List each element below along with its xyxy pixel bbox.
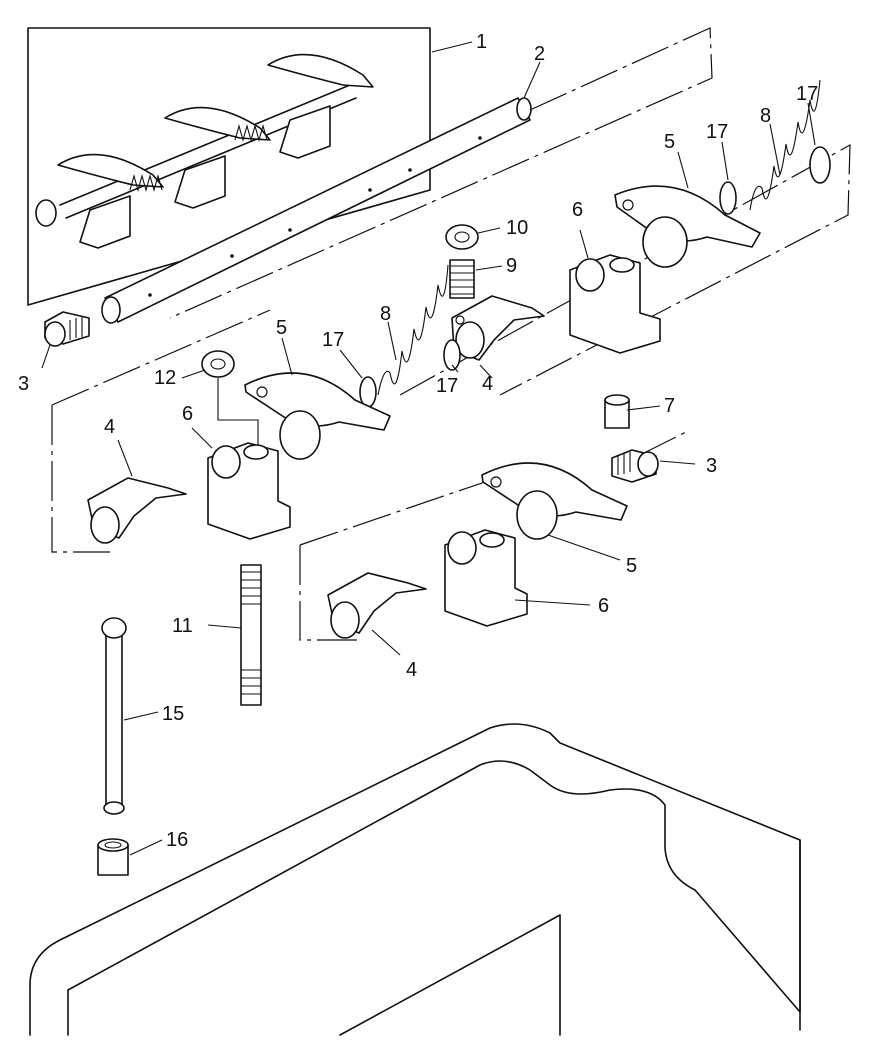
bolt-right <box>611 449 659 483</box>
label-11: 11 <box>172 615 193 637</box>
label-3-left: 3 <box>18 373 29 395</box>
leader-lines <box>41 41 816 856</box>
rocker-arm-middle <box>244 372 391 460</box>
label-4-middle: 4 <box>482 373 493 395</box>
label-6-middle: 6 <box>182 403 193 425</box>
label-4-left: 4 <box>104 416 115 438</box>
label-3-right: 3 <box>706 455 717 477</box>
label-5-lower: 5 <box>626 555 637 577</box>
label-10: 10 <box>506 217 528 239</box>
rocker-bracket-lower <box>327 572 427 639</box>
label-17-middle-left: 17 <box>322 329 344 351</box>
label-16: 16 <box>166 829 188 851</box>
label-7: 7 <box>664 395 675 417</box>
label-9: 9 <box>506 255 517 277</box>
label-2: 2 <box>534 43 545 65</box>
label-17-top-right: 17 <box>796 83 818 105</box>
tappet <box>97 838 129 876</box>
label-8-top: 8 <box>760 105 771 127</box>
label-17-middle-right: 17 <box>436 375 458 397</box>
pedestal-lower <box>444 529 528 627</box>
label-1: 1 <box>476 31 487 53</box>
push-rod <box>101 617 127 815</box>
label-15: 15 <box>162 703 184 725</box>
stud <box>240 564 262 706</box>
label-12: 12 <box>154 367 176 389</box>
bolt-left <box>44 311 90 347</box>
callout-labels: 1 2 3 3 4 4 4 5 5 5 6 6 6 7 8 8 9 10 11 … <box>18 31 818 851</box>
pedestal-middle-left <box>207 442 291 540</box>
label-5-middle: 5 <box>276 317 287 339</box>
rocker-arm-top-right <box>614 185 761 268</box>
label-5-top: 5 <box>664 131 675 153</box>
nut-and-spring-top <box>445 224 479 299</box>
rocker-arm-lower <box>481 462 628 540</box>
assembled-rocker-shaft-inset <box>27 27 431 306</box>
label-6-top: 6 <box>572 199 583 221</box>
label-17-top-left: 17 <box>706 121 728 143</box>
rocker-bracket-left <box>87 477 187 544</box>
label-4-lower: 4 <box>406 659 417 681</box>
label-6-lower: 6 <box>598 595 609 617</box>
label-8-middle: 8 <box>380 303 391 325</box>
cylinder-head-outline <box>29 723 801 1036</box>
rocker-bracket-middle <box>451 295 545 361</box>
rocker-shaft <box>101 97 532 324</box>
springs-top-right <box>719 79 831 215</box>
dowel <box>604 394 630 429</box>
pedestal-top-right <box>569 254 661 354</box>
nut-middle <box>201 350 259 445</box>
